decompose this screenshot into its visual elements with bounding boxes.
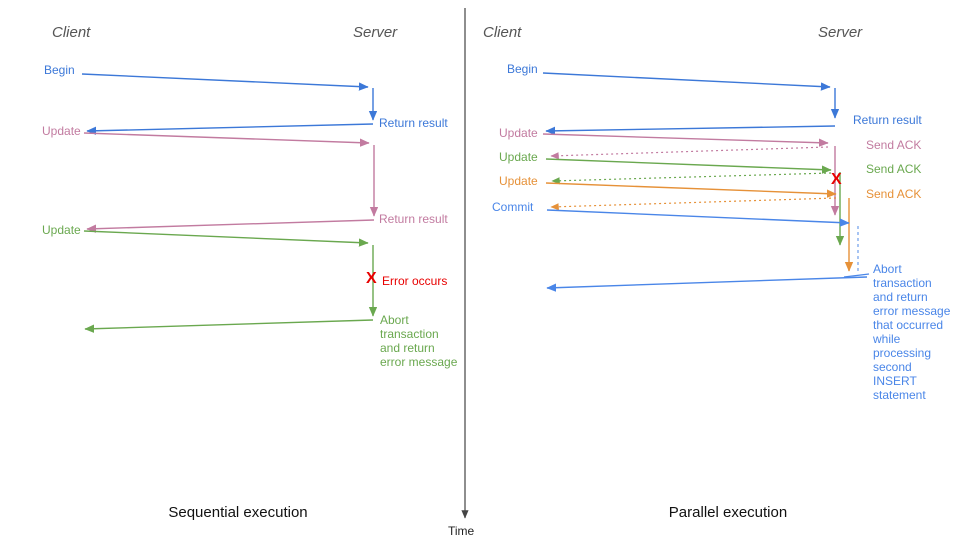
right-send-ack-1-arrow <box>550 146 829 160</box>
left-return-result-2-label: Return result <box>379 212 448 226</box>
left-update-2-label: Update <box>42 223 81 237</box>
right-send-ack-3-arrow <box>550 197 837 211</box>
left-begin-label: Begin <box>44 63 75 77</box>
right-send-ack-2-label: Send ACK <box>866 162 922 176</box>
right-update-3-request-arrow <box>545 182 837 198</box>
left-error-x-mark: X <box>366 270 377 287</box>
right-error-x-mark: X <box>831 171 842 188</box>
right-begin-label: Begin <box>507 62 538 76</box>
left-return-result-1-label: Return result <box>379 116 448 130</box>
right-send-ack-1-label: Send ACK <box>866 138 922 152</box>
left-abort-return-arrow <box>84 319 374 333</box>
right-update-1-request-arrow <box>542 133 829 147</box>
right-update-2-request-arrow <box>545 158 832 174</box>
right-commit-request-arrow <box>546 209 850 227</box>
right-commit-label: Commit <box>492 200 534 214</box>
left-update-1-label: Update <box>42 124 81 138</box>
right-send-ack-3-label: Send ACK <box>866 187 922 201</box>
right-server-header: Server <box>818 24 863 41</box>
right-abort-leader-line <box>843 273 870 278</box>
left-return-result-2-arrow <box>86 219 375 233</box>
right-return-result-label: Return result <box>853 113 922 127</box>
left-error-occurs-label: Error occurs <box>382 274 448 288</box>
right-caption: Parallel execution <box>668 504 788 521</box>
right-send-ack-2-arrow <box>551 172 832 185</box>
left-abort-message-label: Abort transaction and return error messa… <box>380 313 458 369</box>
left-server-header: Server <box>353 24 398 41</box>
right-return-result-arrow <box>545 125 836 136</box>
right-begin-request-arrow <box>542 72 831 91</box>
left-caption: Sequential execution <box>168 504 308 521</box>
left-update-2-request-arrow <box>83 230 369 247</box>
left-return-result-1-arrow <box>86 123 374 135</box>
left-begin-request-arrow <box>81 73 369 91</box>
right-update-1-label: Update <box>499 126 538 140</box>
right-client-header: Client <box>483 24 522 41</box>
left-client-header: Client <box>52 24 91 41</box>
left-update-1-request-arrow <box>83 132 370 147</box>
right-abort-return-arrow <box>546 276 868 292</box>
right-update-2-label: Update <box>499 150 538 164</box>
right-update-3-label: Update <box>499 174 538 188</box>
time-axis-label: Time <box>448 524 475 538</box>
right-abort-message-label: Abort transaction and return error messa… <box>873 262 951 402</box>
